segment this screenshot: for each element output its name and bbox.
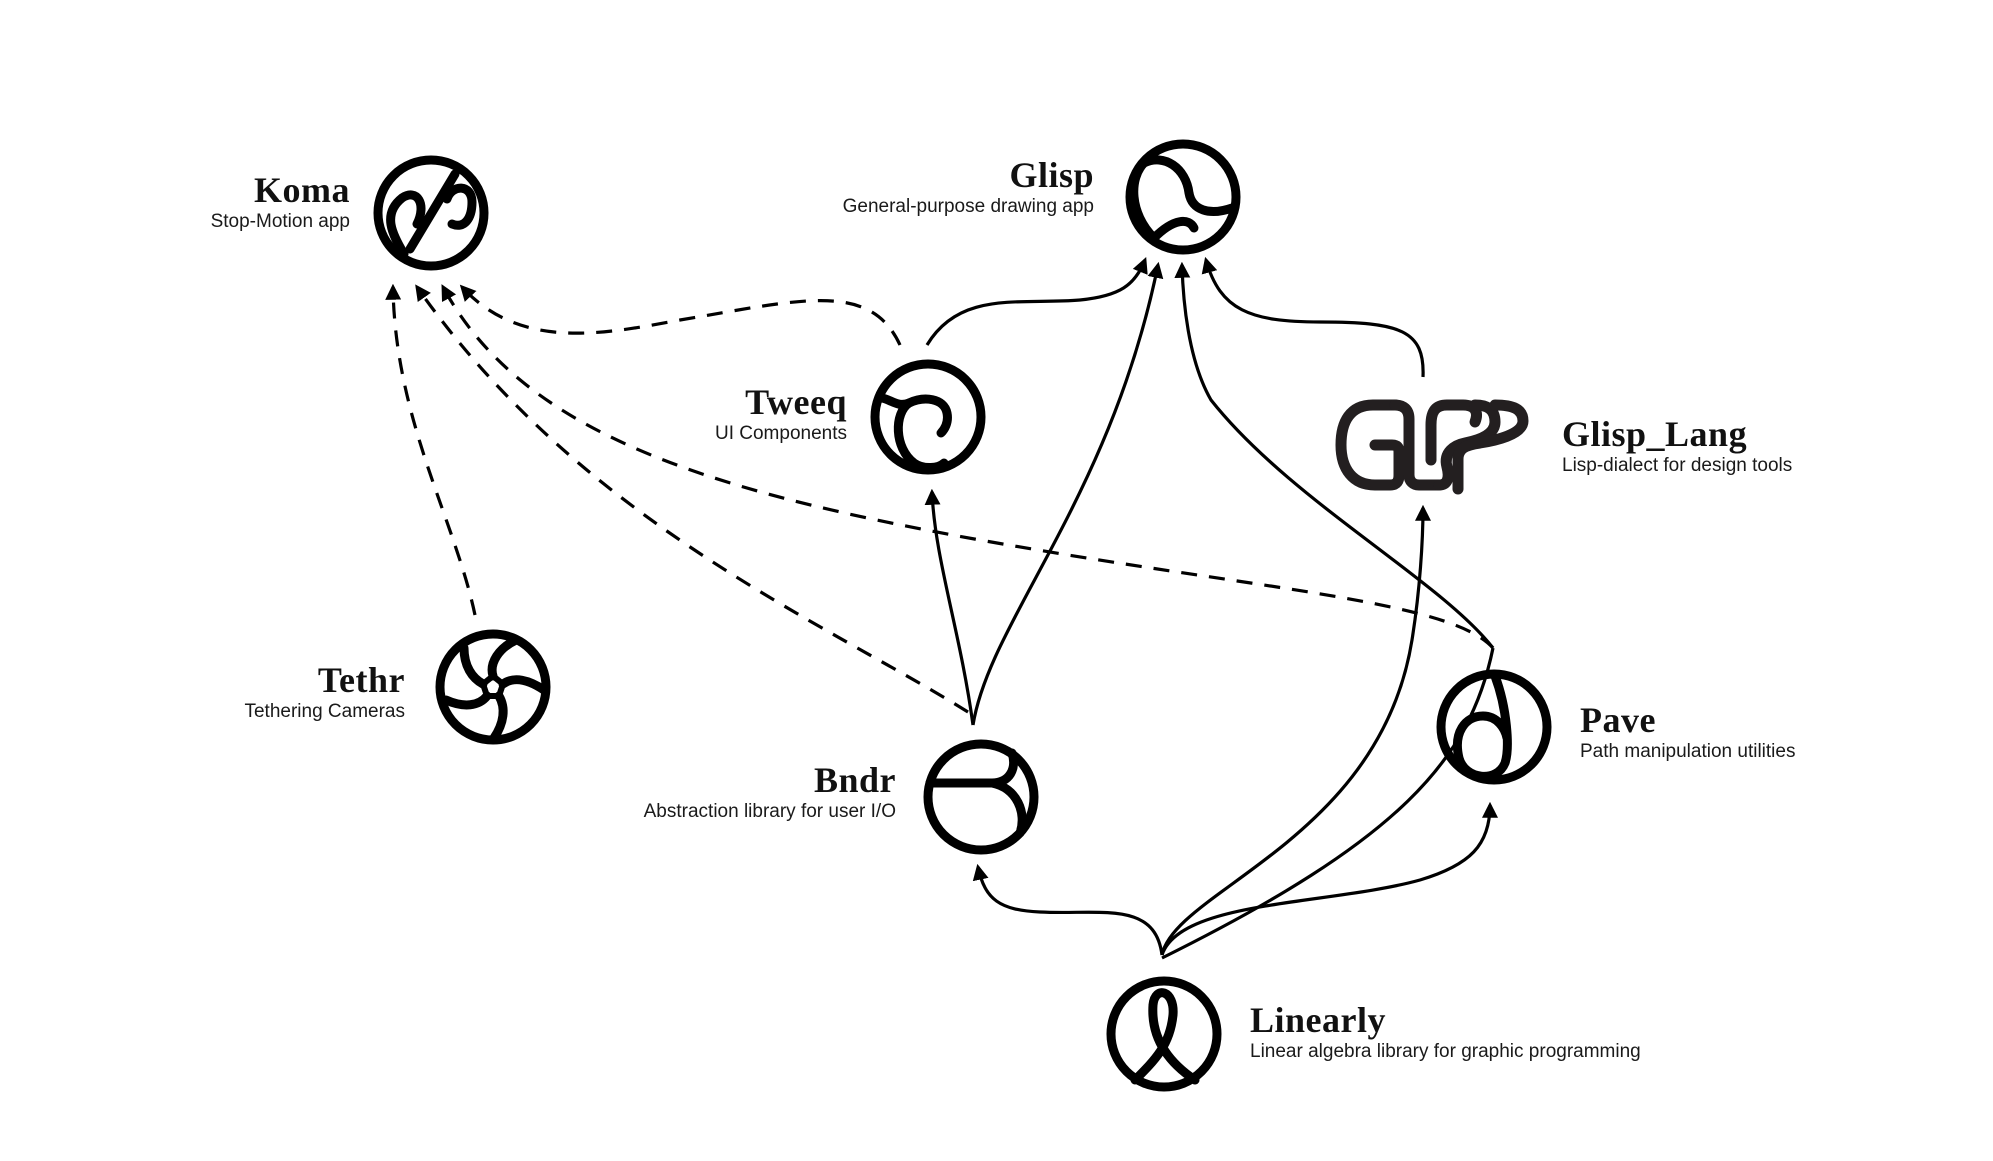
koma-logo-icon[interactable] <box>372 154 490 272</box>
node-description: Linear algebra library for graphic progr… <box>1250 1041 1641 1062</box>
edge-glisp-lang-to-glisp <box>1201 256 1425 378</box>
edge-bndr-to-glisp <box>971 261 1164 726</box>
node-glisp-lang-label: Glisp_Lang Lisp-dialect for design tools <box>1562 414 1792 478</box>
node-pave-label: Pave Path manipulation utilities <box>1580 700 1795 764</box>
node-bndr-label: Bndr Abstraction library for user I/O <box>644 760 896 824</box>
node-title: Pave <box>1580 700 1656 740</box>
node-description: General-purpose drawing app <box>842 196 1094 217</box>
edge-tethr-to-koma <box>385 283 477 616</box>
node-koma-label: Koma Stop-Motion app <box>211 170 350 234</box>
tethr-logo-icon[interactable] <box>434 628 552 746</box>
node-description: Lisp-dialect for design tools <box>1562 455 1793 476</box>
node-glisp-label: Glisp General-purpose drawing app <box>843 155 1094 219</box>
node-linearly-label: Linearly Linear algebra library for grap… <box>1250 1000 1641 1064</box>
node-tweeq-label: Tweeq UI Components <box>715 382 847 446</box>
edge-pave-to-koma <box>441 284 1495 650</box>
node-description: Tethering Cameras <box>244 701 405 722</box>
glisp-lang-wordmark-icon[interactable] <box>1335 397 1535 495</box>
edge-bndr-to-tweeq <box>924 488 975 726</box>
node-title: Tethr <box>317 660 405 700</box>
glisp-logo-icon[interactable] <box>1124 138 1242 256</box>
edge-linearly-to-bndr <box>972 863 1164 956</box>
node-tethr-label: Tethr Tethering Cameras <box>244 660 405 724</box>
bndr-logo-icon[interactable] <box>922 738 1040 856</box>
pave-logo-icon[interactable] <box>1435 668 1553 786</box>
edge-linearly-to-pave <box>1160 801 1498 956</box>
edge-bndr-to-koma <box>415 284 969 714</box>
edge-tweeq-to-glisp <box>925 257 1148 346</box>
node-title: Koma <box>254 170 350 210</box>
node-description: Stop-Motion app <box>210 211 350 232</box>
node-title: Glisp <box>1009 155 1094 195</box>
node-description: Abstraction library for user I/O <box>643 801 896 822</box>
node-title: Tweeq <box>745 382 847 422</box>
node-title: Glisp_Lang <box>1562 414 1748 454</box>
edge-linearly-to-glisp <box>1161 265 1495 960</box>
tweeq-logo-icon[interactable] <box>869 358 987 476</box>
node-title: Bndr <box>813 760 896 800</box>
node-description: Path manipulation utilities <box>1580 741 1796 762</box>
edge-linearly-to-glisp-lang <box>1160 504 1431 956</box>
edge-tweeq-to-koma <box>459 284 902 346</box>
node-description: UI Components <box>714 423 847 444</box>
node-title: Linearly <box>1250 1000 1386 1040</box>
linearly-logo-icon[interactable] <box>1105 975 1223 1093</box>
